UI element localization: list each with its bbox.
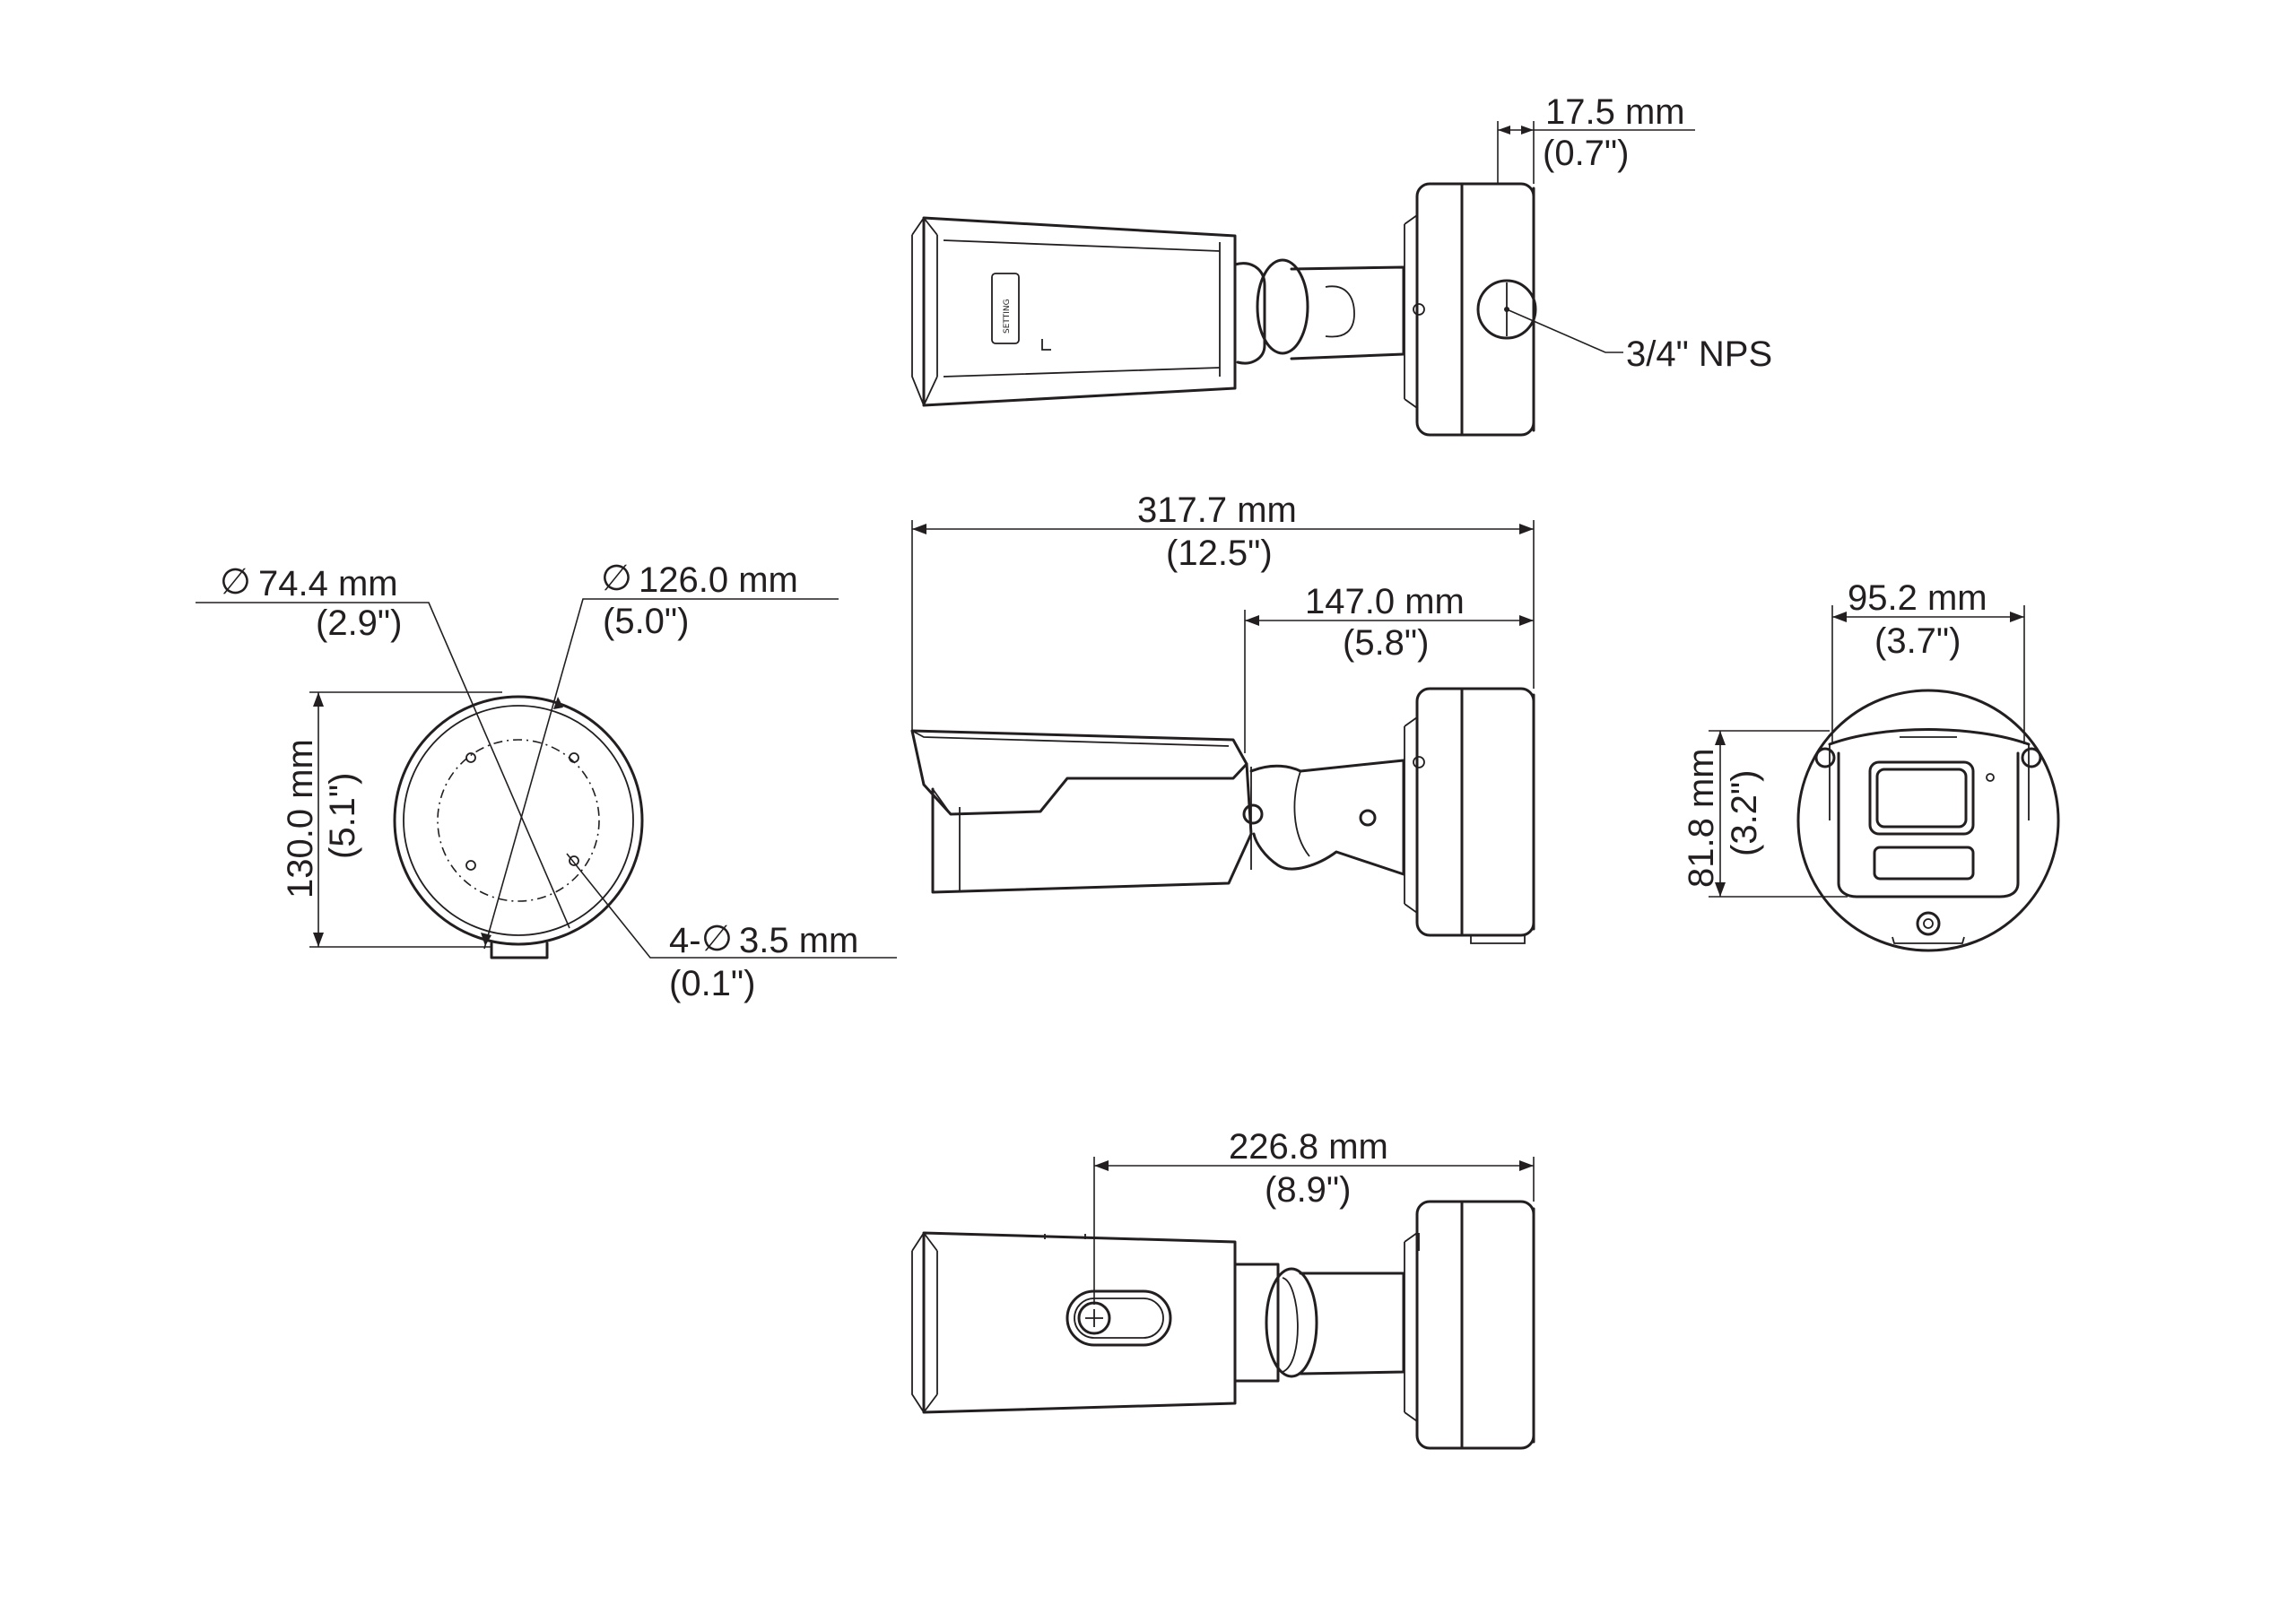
setting-label-text: SETTING	[1003, 299, 1012, 334]
base-height-in: (5.1")	[323, 773, 362, 859]
base-outer-diameter-mm: 126.0 mm	[639, 560, 798, 600]
top-offset-mm: 17.5 mm	[1545, 92, 1685, 132]
front-width-mm: 95.2 mm	[1848, 578, 1987, 618]
base-inner-diameter-symbol: ∅	[220, 562, 251, 602]
total-length-in: (12.5")	[1166, 534, 1273, 573]
front-view	[1709, 605, 2060, 952]
holes-mm: 3.5 mm	[739, 921, 858, 960]
thread-label: 3/4" NPS	[1626, 334, 1772, 374]
base-height-mm: 130.0 mm	[281, 739, 320, 898]
front-height-in: (3.2")	[1725, 770, 1764, 856]
base-inner-diameter-in: (2.9")	[316, 603, 402, 643]
bottom-length-mm: 226.8 mm	[1229, 1127, 1388, 1167]
total-length-mm: 317.7 mm	[1137, 490, 1297, 530]
front-width-in: (3.7")	[1874, 621, 1961, 661]
top-offset-in: (0.7")	[1543, 134, 1629, 173]
mount-length-in: (5.8")	[1343, 623, 1429, 663]
holes-in: (0.1")	[669, 964, 755, 1003]
mount-length-mm: 147.0 mm	[1305, 582, 1465, 621]
top-view: SETTING	[911, 121, 1695, 437]
base-outer-diameter-symbol: ∅	[601, 559, 632, 598]
bottom-view	[911, 1157, 1535, 1450]
holes-diameter-symbol: ∅	[701, 919, 733, 959]
bottom-length-in: (8.9")	[1265, 1170, 1351, 1210]
base-view	[196, 598, 897, 959]
holes-prefix: 4-	[669, 921, 701, 960]
front-height-mm: 81.8 mm	[1682, 748, 1721, 888]
base-inner-diameter-mm: 74.4 mm	[258, 564, 398, 603]
side-view	[910, 520, 1535, 944]
base-outer-diameter-in: (5.0")	[603, 602, 689, 641]
